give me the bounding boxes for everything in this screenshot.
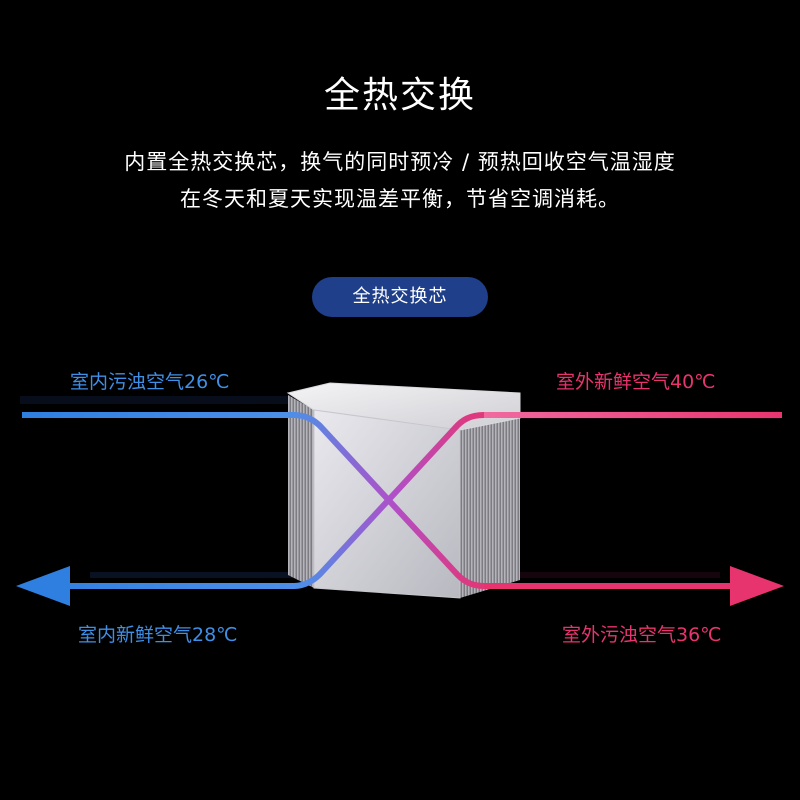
flow-outdoor-stale-arrow [484,566,784,606]
label-indoor-stale-air: 室内污浊空气26℃ [70,371,230,393]
label-outdoor-stale-air: 室外污浊空气36℃ [562,624,722,646]
description-line-1: 内置全热交换芯，换气的同时预冷 / 预热回收空气温湿度 [124,150,676,174]
description-line-2: 在冬天和夏天实现温差平衡，节省空调消耗。 [180,187,620,211]
label-outdoor-fresh-air: 室外新鲜空气40℃ [556,371,716,393]
flow-indoor-fresh-arrow [16,566,294,606]
flow-outdoor-fresh [293,412,782,589]
core-label-badge: 全热交换芯 [312,277,488,317]
label-indoor-fresh-air: 室内新鲜空气28℃ [78,624,238,646]
page-title: 全热交换 [323,75,476,116]
